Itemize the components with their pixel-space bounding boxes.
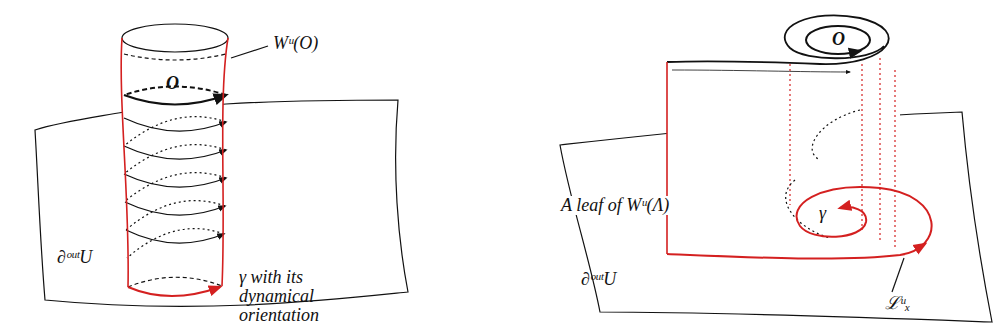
manifold-label: Wᵘ(O)	[272, 34, 319, 53]
leaf-fill	[667, 62, 900, 257]
helix-back	[124, 173, 226, 202]
back-dotted-curve	[812, 110, 860, 160]
orbit-label: O	[831, 30, 846, 49]
orbit-label: O	[165, 74, 180, 93]
lamination-curve	[667, 187, 932, 259]
leaf-label: A leaf of Wᵘ(Λ)	[560, 196, 670, 215]
helix-back	[126, 201, 225, 230]
back-dotted-curve	[786, 180, 830, 238]
leaf-edge	[666, 62, 668, 254]
orbit	[806, 26, 870, 54]
helix-back	[127, 229, 224, 258]
cylinder-fill	[121, 38, 228, 296]
gamma-curve	[128, 287, 220, 296]
leaf-inner-line	[672, 70, 850, 72]
orbit-arrow	[850, 51, 860, 53]
orbit-front	[124, 95, 226, 105]
leader-line	[892, 258, 904, 292]
projection-line	[879, 58, 880, 240]
lamination-arrow	[915, 244, 925, 250]
curve-label: γ with its dynamical orientation	[238, 268, 336, 325]
bottom-back	[128, 277, 222, 287]
lamination-label: ℒᵘₓ	[884, 294, 911, 313]
helix-front	[124, 118, 226, 131]
helix-front	[125, 202, 225, 215]
right-panel	[560, 15, 992, 322]
projection-line	[861, 64, 862, 230]
surface-label: ∂ᵒᵘᵗU	[56, 248, 93, 267]
helix-back	[124, 117, 226, 146]
cylinder-back-rim	[124, 54, 226, 60]
projection-line	[894, 70, 895, 250]
helix-back	[124, 145, 226, 174]
helix-front	[124, 174, 226, 187]
curve-label: γ	[818, 204, 827, 223]
manifold-edge	[222, 38, 228, 286]
left-panel	[35, 24, 408, 306]
manifold-edge	[121, 38, 128, 287]
leaf-top-spiral	[667, 15, 889, 64]
helix-front	[126, 230, 224, 243]
surface-label: ∂ᵒᵘᵗU	[580, 270, 617, 289]
cylinder-top	[122, 24, 228, 52]
helix-front	[124, 146, 226, 159]
leader-line	[231, 46, 268, 58]
